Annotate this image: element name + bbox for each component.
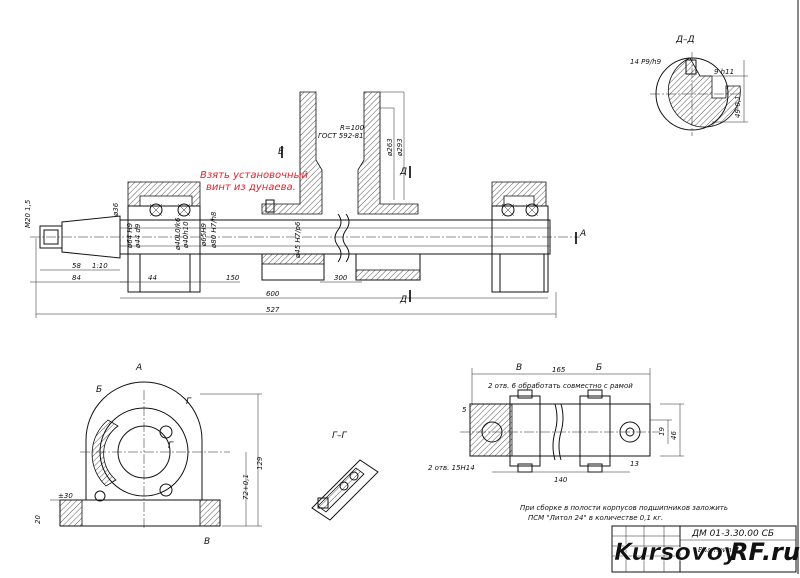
dim-d65: ø65H9: [200, 223, 208, 247]
dim-d64: ø64 H9: [126, 222, 134, 249]
cut-label-g2: Г: [168, 441, 174, 451]
note-line2: ПСМ "Литол 24" в количестве 0,1 кг.: [528, 514, 663, 522]
red-note-line1: Взять установочный: [200, 170, 308, 181]
dim-d45: ø45 H7/p6: [294, 221, 302, 259]
dim-150: 150: [226, 274, 240, 282]
cut-label-e: Е: [278, 147, 284, 157]
dim-m20: M20 1,5: [24, 199, 32, 228]
dim-b-13: 13: [630, 460, 639, 468]
dim-a-129: 129: [256, 456, 264, 470]
dim-b-46: 46: [670, 431, 678, 440]
view-b-left-label: Б: [96, 385, 102, 395]
dim-d44: ø44 d9: [134, 223, 142, 249]
site-watermark-logo: Kursovoy RF .ru: [596, 530, 800, 574]
dim-b-holes2: 2 отв. 15H14: [428, 464, 475, 472]
dim-d293: ø293: [396, 138, 404, 157]
watermark-text-a: Kursovoy: [614, 538, 740, 566]
dd-key-dim: 14 P9/h9: [630, 58, 662, 66]
dim-r100: R=100: [340, 124, 365, 132]
dim-d263: ø263: [386, 138, 394, 157]
dim-a-72: 72+0,1: [242, 474, 250, 500]
dim-b-holes1: 2 отв. 6 обработать совместно с рамой: [488, 382, 633, 390]
dim-600: 600: [266, 290, 280, 298]
cut-label-d-bottom: Д: [399, 295, 407, 305]
cut-label-d-top: Д: [399, 167, 407, 177]
view-v-left-label: В: [204, 537, 210, 547]
dd-9-dim: 9 h11: [714, 68, 734, 76]
view-a: А Б В Г Г ±30 129 72+0,1 20: [34, 363, 264, 547]
title-block-sub: Вал прив: [698, 546, 732, 554]
dim-a-30: ±30: [58, 492, 73, 500]
section-gg-title: Г–Г: [332, 431, 348, 441]
cut-label-a: А: [579, 229, 586, 239]
view-v: В Б 165 2 отв. 6 обработать совместно с …: [428, 363, 684, 484]
dim-b-140: 140: [554, 476, 568, 484]
title-block-code: ДМ 01-3.30.00 СБ: [691, 529, 774, 539]
title-block: ДМ 01-3.30.00 СБ Вал прив: [611, 525, 797, 573]
dim-gost: ГОСТ 592-81: [318, 132, 364, 140]
dim-b-19: 19: [658, 427, 666, 436]
dim-44: 44: [148, 274, 157, 282]
watermark-text-c: .ru: [762, 538, 800, 566]
section-dd: Д–Д 14 P9/h9 9 h11 49-0,1: [630, 35, 748, 136]
section-dd-title: Д–Д: [675, 35, 695, 45]
view-b-right-label: Б: [596, 363, 602, 373]
dim-d40: ø40L0/k6: [174, 217, 182, 251]
dim-58: 58: [72, 262, 81, 270]
red-note-line2: винт из дунаева.: [206, 182, 296, 193]
dim-300: 300: [334, 274, 348, 282]
dd-49-dim: 49-0,1: [734, 95, 742, 118]
dim-a-20: 20: [34, 515, 42, 524]
view-a-label: А: [135, 363, 142, 373]
dim-84: 84: [72, 274, 81, 282]
dim-527: 527: [266, 306, 280, 314]
dim-d40b: ø40h10: [182, 221, 190, 249]
cut-label-g1: Г: [186, 397, 192, 407]
main-assembly-view: M20 1,5 ø36 ø64 H9 ø44 d9 ø40L0/k6 ø40h1…: [24, 91, 586, 318]
dim-1-10: 1:10: [92, 262, 108, 270]
watermark-text-b: RF: [730, 538, 765, 566]
section-gg: Г–Г: [311, 431, 379, 521]
dim-d36: ø36: [112, 202, 120, 217]
dim-b-5: 5: [462, 406, 467, 414]
dim-b-165: 165: [552, 366, 566, 374]
note-line1: При сборке в полости корпусов подшипнико…: [520, 504, 728, 512]
view-v-right-label: В: [516, 363, 522, 373]
dim-d80: ø80 H7/h8: [210, 211, 218, 249]
